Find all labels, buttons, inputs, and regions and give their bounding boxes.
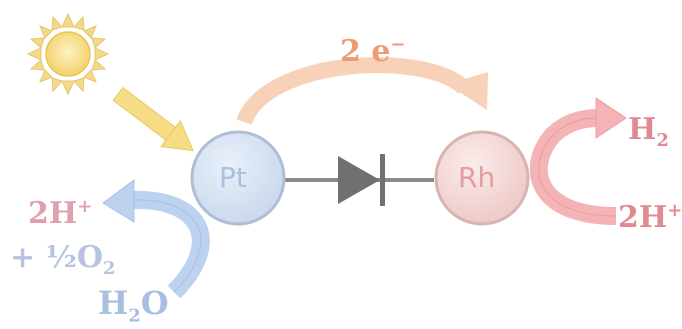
proton-reactant-base: 2H: [618, 200, 668, 235]
sun-disc: [45, 31, 91, 77]
rh-electrode: [434, 130, 530, 226]
oxygen-subscript: 2: [103, 258, 116, 279]
hydrogen-product-label: H2: [628, 112, 669, 151]
electron-transfer-arrow: [236, 57, 488, 126]
pt-electrode: [190, 130, 286, 226]
sunlight-arrow: [112, 86, 194, 152]
diode-icon: [338, 154, 385, 206]
sun-icon: [26, 12, 110, 96]
water-reactant-label: H2O: [98, 284, 169, 326]
sun-rays: [26, 12, 110, 96]
left-oxidation-arrow: [102, 179, 210, 299]
rh-label: Rh: [458, 161, 496, 194]
hydrogen-base: H: [628, 112, 657, 147]
pt-label: Pt: [219, 161, 247, 194]
proton-product-label: 2H+: [28, 196, 92, 231]
electron-count-label: 2 e−: [340, 34, 406, 69]
oxygen-product-label: + ½O2: [10, 240, 116, 279]
water-base: H: [98, 284, 129, 322]
water-tail: O: [140, 284, 169, 322]
water-subscript: 2: [128, 305, 141, 327]
oxygen-product-base: + ½O: [10, 240, 104, 275]
proton-reactant-sup: +: [667, 200, 682, 221]
hydrogen-subscript: 2: [656, 130, 669, 151]
electron-charge: −: [390, 34, 406, 55]
electron-count-text: 2 e: [340, 34, 391, 69]
right-reduction-arrow: [529, 97, 627, 225]
proton-product-base: 2H: [28, 196, 78, 231]
proton-reactant-label: 2H+: [618, 200, 682, 235]
proton-product-sup: +: [77, 196, 93, 217]
